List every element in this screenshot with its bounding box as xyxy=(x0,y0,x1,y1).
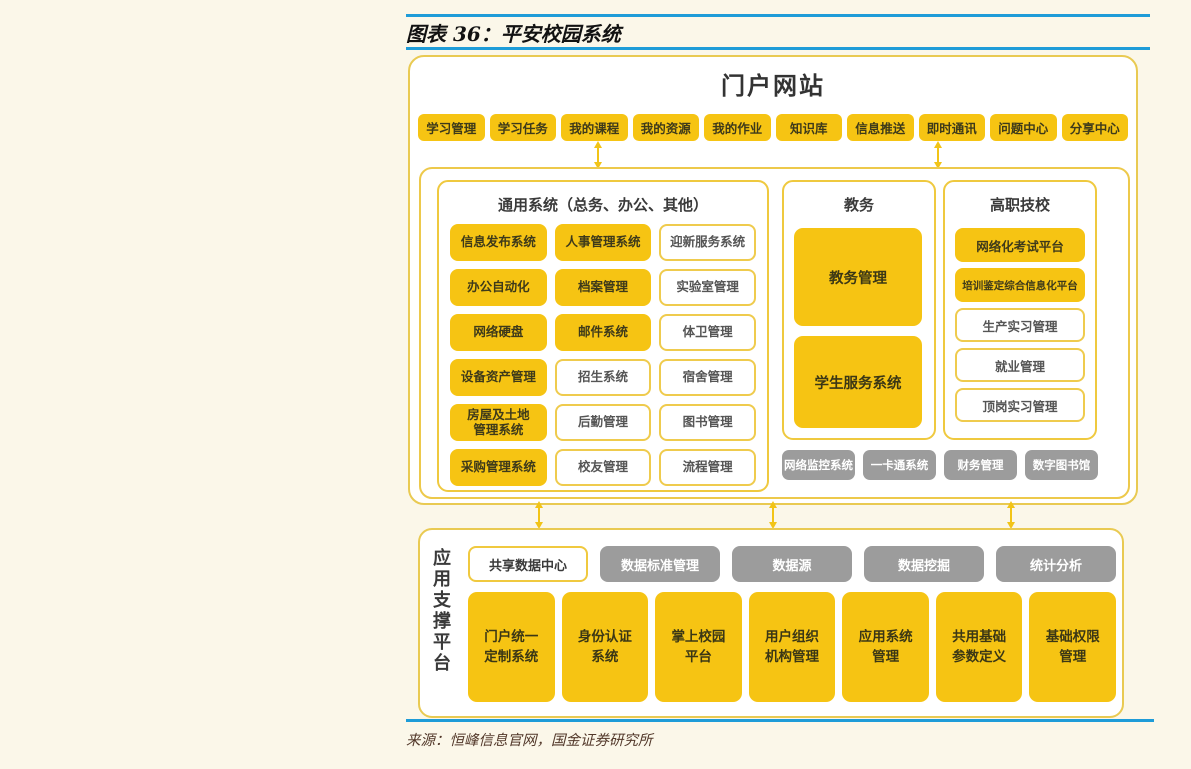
platform-module: 应用系统 管理 xyxy=(842,592,929,702)
portal-button: 学习任务 xyxy=(489,114,556,141)
support-data-row: 共享数据中心 数据标准管理数据源数据挖掘统计分析 xyxy=(468,546,1116,582)
system-cell: 招生系统 xyxy=(554,359,652,396)
utility-gray-row: 网络监控系统一卡通系统财务管理数字图书馆 xyxy=(782,450,1098,480)
double-arrow-icon xyxy=(769,501,777,529)
utility-button: 一卡通系统 xyxy=(863,450,936,480)
data-service-button: 数据标准管理 xyxy=(600,546,720,582)
portal-title: 门户网站 xyxy=(721,73,825,100)
utility-button: 网络监控系统 xyxy=(782,450,855,480)
double-arrow-icon xyxy=(1007,501,1015,529)
system-cell: 信息发布系统 xyxy=(450,224,547,261)
academic-panel: 教务 教务管理 学生服务系统 xyxy=(782,180,936,440)
system-cell: 体卫管理 xyxy=(659,314,756,351)
system-cell: 图书管理 xyxy=(659,404,756,441)
title-rule xyxy=(406,47,1150,50)
portal-button: 即时通讯 xyxy=(918,114,985,141)
system-cell: 设备资产管理 xyxy=(450,359,547,396)
figure-title: 图表 36：平安校园系统 xyxy=(406,22,621,46)
vocational-cell: 培训鉴定综合信息化平台 xyxy=(955,268,1085,302)
data-service-button: 统计分析 xyxy=(996,546,1116,582)
portal-button: 知识库 xyxy=(775,114,842,141)
general-systems-grid: 信息发布系统人事管理系统迎新服务系统办公自动化档案管理实验室管理网络硬盘邮件系统… xyxy=(450,224,756,486)
shared-data-center: 共享数据中心 xyxy=(468,546,588,582)
utility-button: 数字图书馆 xyxy=(1025,450,1098,480)
data-service-button: 数据挖掘 xyxy=(864,546,984,582)
support-platform-label: 应用支撑平台 xyxy=(431,548,451,674)
portal-button: 我的作业 xyxy=(704,114,771,141)
system-cell: 人事管理系统 xyxy=(554,224,652,261)
system-cell: 邮件系统 xyxy=(554,314,652,351)
platform-module: 门户统一 定制系统 xyxy=(468,592,555,702)
system-cell: 网络硬盘 xyxy=(450,314,547,351)
platform-module: 掌上校园 平台 xyxy=(655,592,742,702)
system-cell: 迎新服务系统 xyxy=(659,224,756,261)
portal-button: 学习管理 xyxy=(418,114,485,141)
double-arrow-icon xyxy=(535,501,543,529)
general-systems-title: 通用系统（总务、办公、其他） xyxy=(497,197,708,214)
vocational-cell: 就业管理 xyxy=(955,348,1085,382)
platform-module: 用户组织 机构管理 xyxy=(748,592,836,702)
platform-module: 共用基础 参数定义 xyxy=(935,592,1023,702)
vocational-panel-title: 高职技校 xyxy=(989,197,1050,214)
portal-button: 我的资源 xyxy=(632,114,699,141)
portal-button-row: 学习管理学习任务我的课程我的资源我的作业知识库信息推送即时通讯问题中心分享中心 xyxy=(418,114,1128,141)
vocational-cell: 生产实习管理 xyxy=(955,308,1085,342)
portal-button: 分享中心 xyxy=(1061,114,1128,141)
utility-button: 财务管理 xyxy=(944,450,1017,480)
vocational-list: 网络化考试平台培训鉴定综合信息化平台生产实习管理就业管理顶岗实习管理 xyxy=(955,228,1085,422)
system-cell: 档案管理 xyxy=(554,269,652,306)
academic-mgmt-block: 教务管理 xyxy=(794,228,922,326)
system-cell: 流程管理 xyxy=(659,449,756,486)
support-yellow-row: 门户统一 定制系统身份认证 系统掌上校园 平台用户组织 机构管理应用系统 管理共… xyxy=(468,592,1117,702)
system-cell: 房屋及土地 管理系统 xyxy=(450,404,547,441)
portal-button: 问题中心 xyxy=(990,114,1057,141)
double-arrow-icon xyxy=(594,141,602,169)
data-service-button: 数据源 xyxy=(732,546,852,582)
system-cell: 校友管理 xyxy=(554,449,652,486)
platform-module: 身份认证 系统 xyxy=(561,592,649,702)
platform-module: 基础权限 管理 xyxy=(1029,592,1117,702)
double-arrow-icon xyxy=(934,141,942,169)
bottom-rule xyxy=(406,719,1154,722)
general-systems-panel: 通用系统（总务、办公、其他） 信息发布系统人事管理系统迎新服务系统办公自动化档案… xyxy=(437,180,769,492)
system-cell: 后勤管理 xyxy=(554,404,652,441)
system-cell: 办公自动化 xyxy=(450,269,547,306)
source-note: 来源：恒峰信息官网，国金证券研究所 xyxy=(406,733,653,749)
vocational-cell: 顶岗实习管理 xyxy=(955,388,1085,422)
student-service-block: 学生服务系统 xyxy=(794,336,922,428)
support-gray-list: 数据标准管理数据源数据挖掘统计分析 xyxy=(600,546,1116,582)
portal-button: 信息推送 xyxy=(847,114,914,141)
vocational-cell: 网络化考试平台 xyxy=(955,228,1085,262)
academic-panel-title: 教务 xyxy=(843,197,874,214)
system-cell: 宿舍管理 xyxy=(659,359,756,396)
top-rule xyxy=(406,14,1150,17)
vocational-panel: 高职技校 网络化考试平台培训鉴定综合信息化平台生产实习管理就业管理顶岗实习管理 xyxy=(943,180,1097,440)
system-cell: 采购管理系统 xyxy=(450,449,547,486)
system-cell: 实验室管理 xyxy=(659,269,756,306)
portal-button: 我的课程 xyxy=(561,114,628,141)
